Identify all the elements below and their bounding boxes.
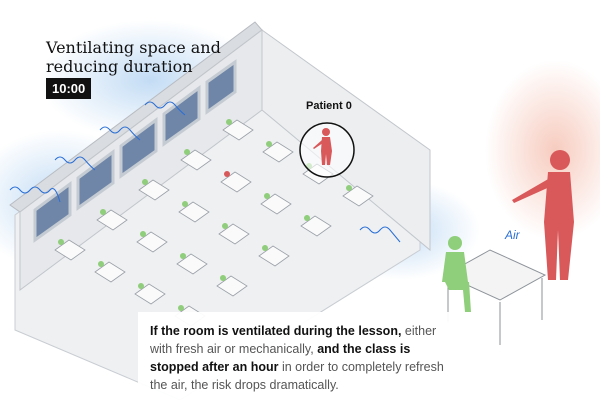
infected-teacher-figure (512, 150, 574, 280)
desk (262, 141, 294, 163)
student (138, 283, 144, 289)
desk (180, 149, 212, 171)
student (98, 261, 104, 267)
desk (178, 201, 210, 223)
windows (33, 59, 237, 243)
caption: If the room is ventilated during the les… (138, 312, 462, 406)
student (262, 245, 268, 251)
desks (54, 119, 374, 327)
graphic-title: Ventilating space and reducing duration (46, 38, 221, 76)
aerosol-glow-right (485, 60, 600, 240)
desk (220, 171, 252, 193)
student (58, 239, 64, 245)
student (142, 179, 148, 185)
desk (216, 275, 248, 297)
student (140, 231, 146, 237)
student (304, 215, 310, 221)
caption-text-2: in order to completely refresh the air, … (150, 360, 444, 392)
caption-text-1: either with fresh air or mechanically, (150, 324, 437, 356)
desk (136, 231, 168, 253)
desk (300, 215, 332, 237)
desk (258, 245, 290, 267)
student (178, 305, 184, 311)
air-label: Air (505, 228, 520, 242)
student (184, 149, 190, 155)
desk (342, 185, 374, 207)
desk (222, 119, 254, 141)
timer-badge: 10:00 (46, 78, 92, 99)
desk (54, 239, 86, 261)
caption-bold-1: If the room is ventilated during the les… (150, 324, 402, 338)
desk (176, 253, 208, 275)
healthy-student-figure (442, 236, 471, 312)
desk (138, 179, 170, 201)
patient-zero-label: Patient 0 (306, 100, 352, 112)
desk (134, 283, 166, 305)
airflow-arrows (9, 101, 401, 243)
desk (94, 261, 126, 283)
student (222, 223, 228, 229)
student (226, 119, 232, 125)
student (264, 193, 270, 199)
student (180, 253, 186, 259)
desk (260, 193, 292, 215)
patient-zero-figure (313, 128, 332, 165)
student (220, 275, 226, 281)
student (266, 141, 272, 147)
student (224, 171, 230, 177)
student (100, 209, 106, 215)
student (182, 201, 188, 207)
student (346, 185, 352, 191)
desk (96, 209, 128, 231)
desk (218, 223, 250, 245)
caption-bold-2: and the class is stopped after an hour (150, 342, 411, 374)
